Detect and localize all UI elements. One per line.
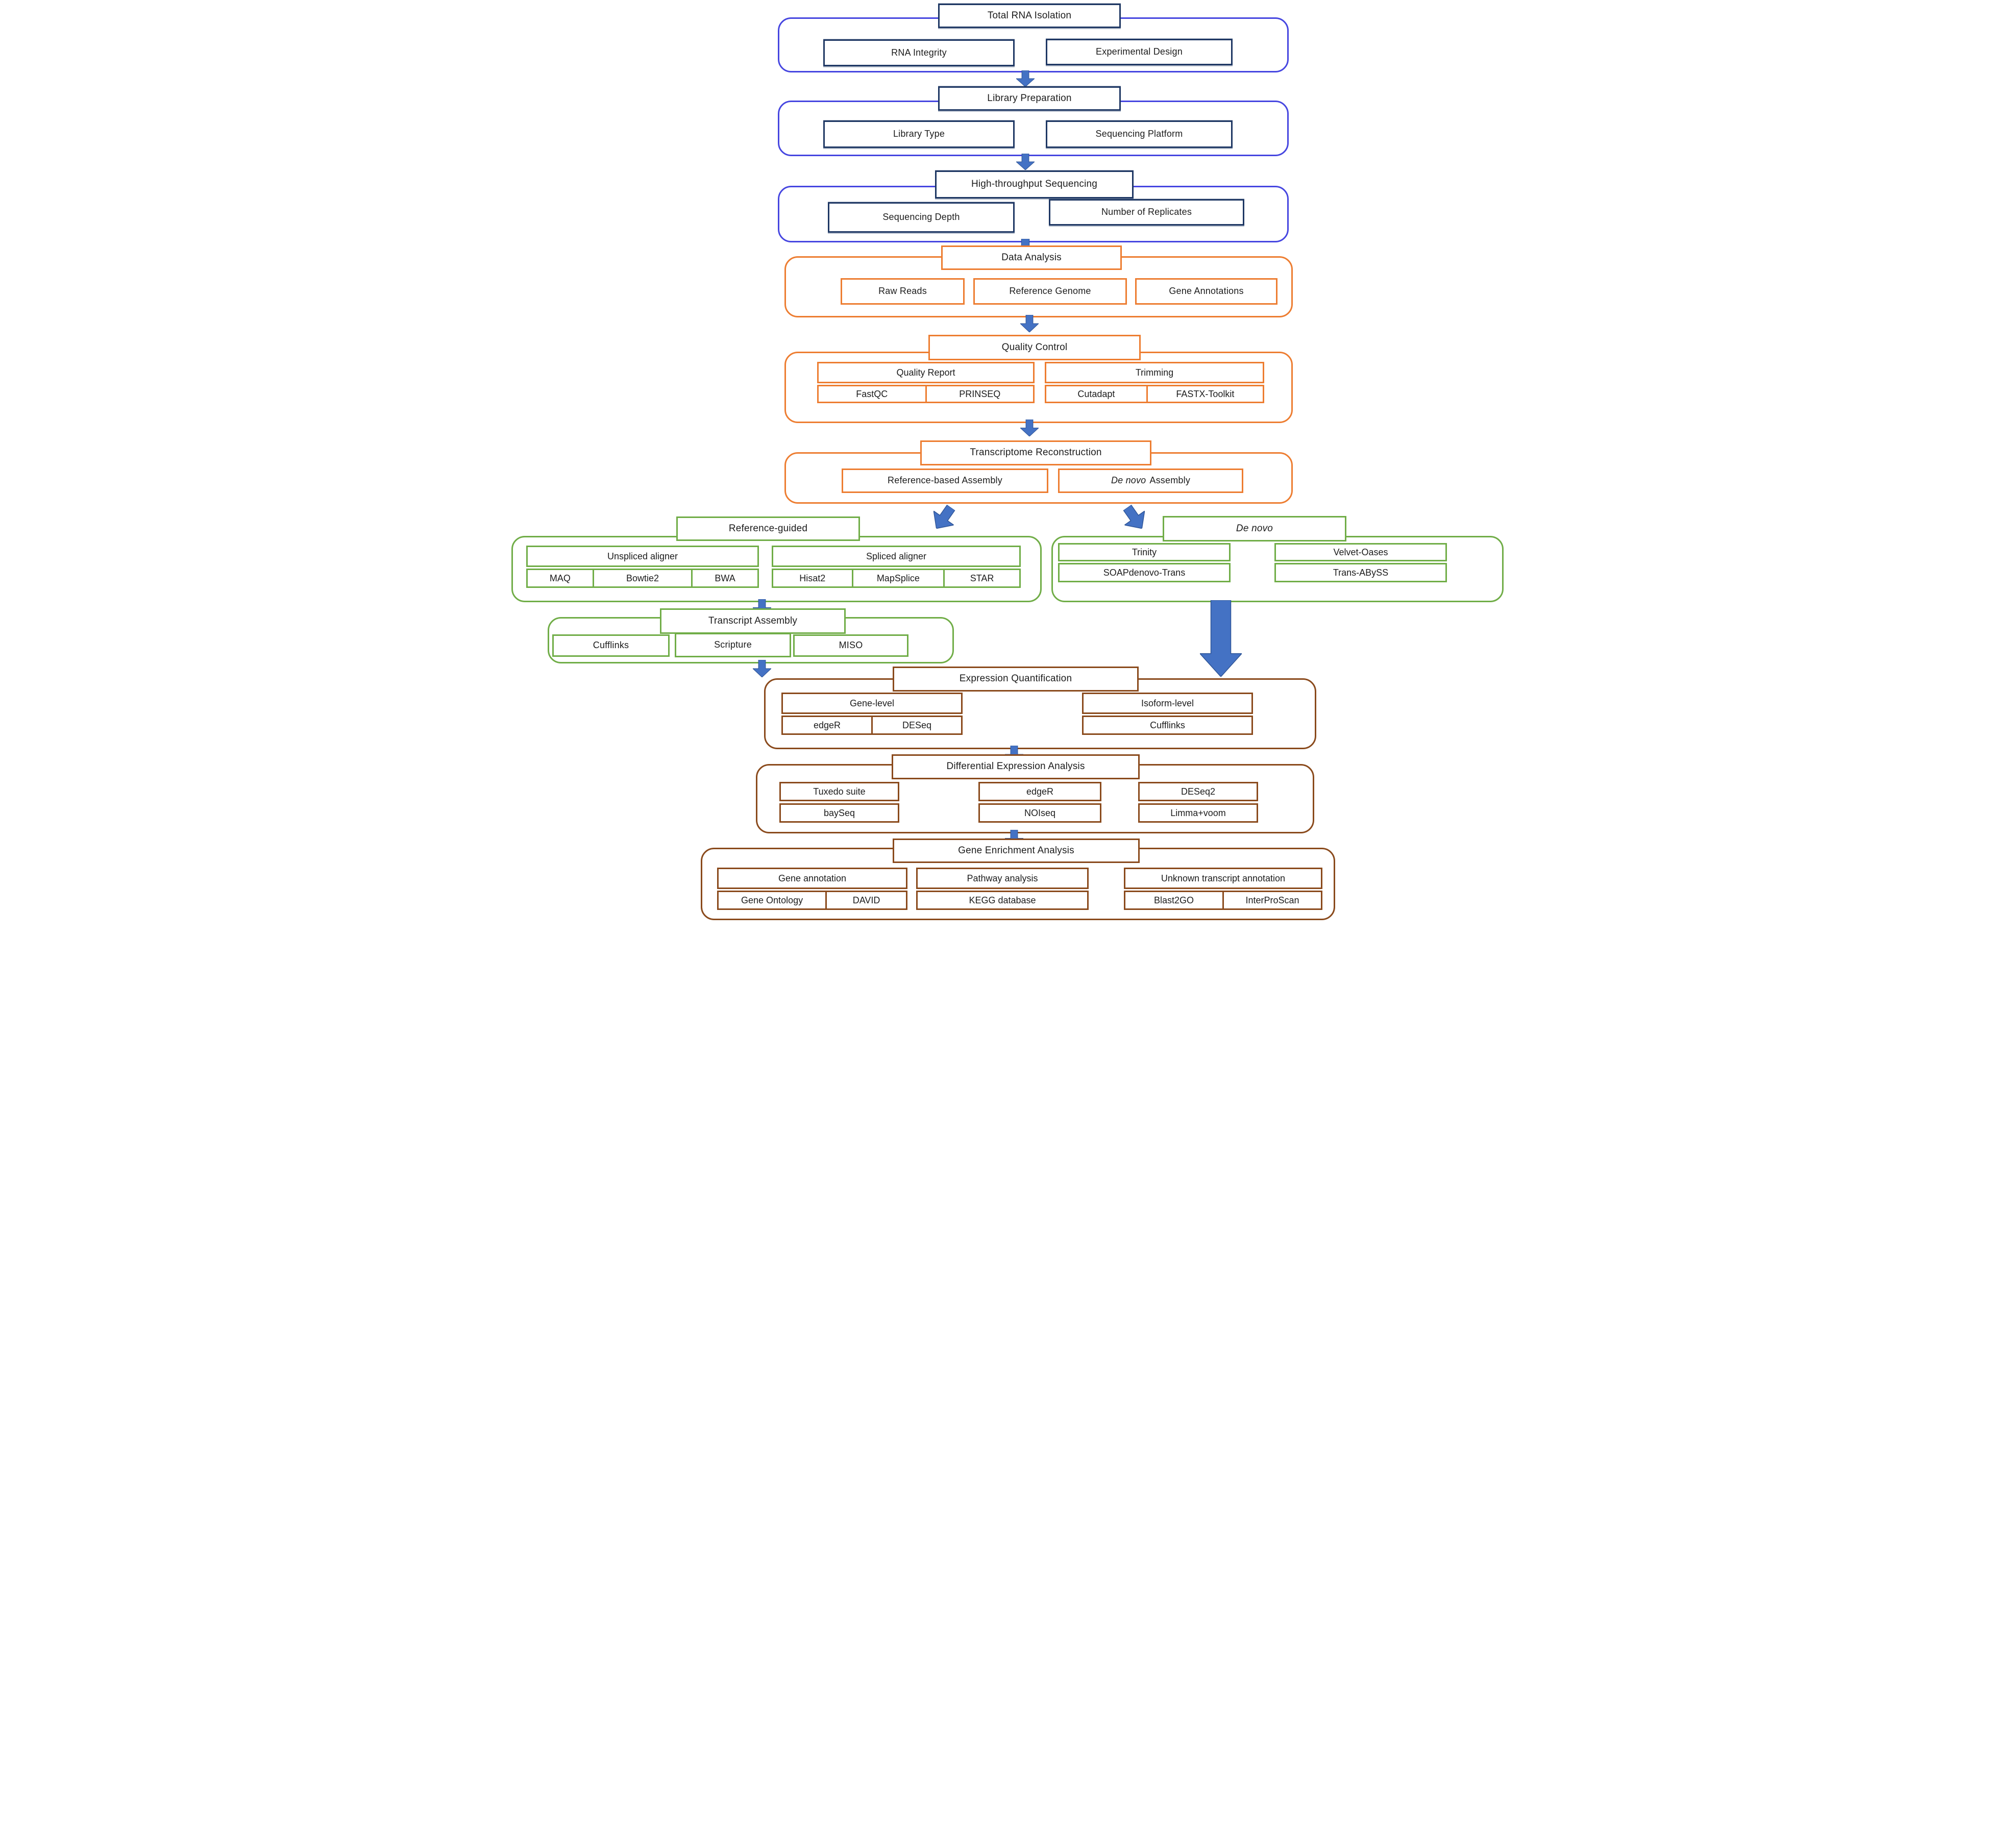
stage-title-expression-quantification: Expression Quantification [893,667,1139,692]
tool-trinity: Trinity [1058,543,1231,561]
down-arrow-icon [1020,315,1039,332]
tool-interproscan: InterProScan [1222,891,1322,910]
tool-limma-voom: Limma+voom [1138,803,1258,823]
group-gene-level: Gene-level edgeR DESeq [781,693,963,735]
stage-title-de-novo: De novo [1163,516,1346,541]
tool-bayseq: baySeq [779,803,899,823]
group-header-isoform-level: Isoform-level [1082,693,1253,714]
group-de-novo-left: Trinity SOAPdenovo-Trans [1058,543,1231,582]
tool-deseq2: DESeq2 [1138,782,1258,801]
group-isoform-level: Isoform-level Cufflinks [1082,693,1253,735]
assembly-label: Assembly [1149,475,1191,486]
group-header-spliced-aligner: Spliced aligner [772,546,1021,567]
tool-david: DAVID [825,891,907,910]
tool-prinseq: PRINSEQ [925,385,1035,403]
tool-bwa: BWA [691,569,759,588]
group-unknown-transcript-annotation: Unknown transcript annotation Blast2GO I… [1124,868,1322,910]
tool-edger-de: edgeR [978,782,1101,801]
box-sequencing-depth: Sequencing Depth [828,202,1015,233]
tool-hisat2: Hisat2 [772,569,853,588]
group-de-novo-right: Velvet-Oases Trans-ABySS [1274,543,1447,582]
tool-fastx-toolkit: FASTX-Toolkit [1146,385,1264,403]
down-arrow-icon [1016,70,1035,87]
stage-title-differential-expression: Differential Expression Analysis [892,754,1140,779]
box-reference-genome: Reference Genome [973,278,1127,305]
rna-seq-workflow-diagram: Total RNA Isolation RNA Integrity Experi… [504,0,1511,925]
stage-title-library-preparation: Library Preparation [938,86,1121,111]
down-right-arrow-icon [1117,501,1152,535]
tool-cufflinks: Cufflinks [552,634,670,657]
tool-kegg-database: KEGG database [916,891,1089,910]
group-header-quality-report: Quality Report [817,362,1035,383]
box-raw-reads: Raw Reads [841,278,965,305]
stage-title-transcriptome-reconstruction: Transcriptome Reconstruction [920,440,1151,465]
group-gene-annotation: Gene annotation Gene Ontology DAVID [717,868,907,910]
tool-edger: edgeR [781,716,873,735]
stage-title-total-rna-isolation: Total RNA Isolation [938,4,1121,28]
tool-deseq: DESeq [871,716,963,735]
tool-miso: MISO [793,634,908,657]
box-number-of-replicates: Number of Replicates [1049,199,1244,226]
stack-deseq2-limma: DESeq2 Limma+voom [1138,782,1258,823]
group-header-gene-annotation: Gene annotation [717,868,907,889]
tool-star: STAR [943,569,1021,588]
tool-scripture: Scripture [675,633,791,657]
box-gene-annotations: Gene Annotations [1135,278,1277,305]
group-spliced-aligner: Spliced aligner Hisat2 MapSplice STAR [772,546,1021,588]
stage-title-transcript-assembly: Transcript Assembly [660,608,846,634]
box-experimental-design: Experimental Design [1046,39,1233,65]
down-arrow-icon [1016,154,1035,170]
group-trimming: Trimming Cutadapt FASTX-Toolkit [1045,362,1264,403]
tool-blast2go: Blast2GO [1124,891,1224,910]
stage-title-reference-guided: Reference-guided [676,516,860,541]
stage-title-high-throughput-sequencing: High-throughput Sequencing [935,170,1134,199]
stack-tuxedo-bayseq: Tuxedo suite baySeq [779,782,899,823]
group-quality-report: Quality Report FastQC PRINSEQ [817,362,1035,403]
thick-down-arrow-icon [1200,600,1242,677]
tool-trans-abyss: Trans-ABySS [1274,563,1447,582]
tool-cufflinks-isoform: Cufflinks [1082,716,1253,735]
tool-soapdenovo-trans: SOAPdenovo-Trans [1058,563,1231,582]
group-pathway-analysis: Pathway analysis KEGG database [916,868,1089,910]
group-header-unspliced-aligner: Unspliced aligner [526,546,759,567]
box-sequencing-platform: Sequencing Platform [1046,120,1233,148]
box-reference-based-assembly: Reference-based Assembly [842,469,1048,493]
tool-gene-ontology: Gene Ontology [717,891,827,910]
tool-maq: MAQ [526,569,594,588]
down-arrow-icon [753,660,771,677]
down-arrow-icon [1020,420,1039,436]
tool-fastqc: FastQC [817,385,927,403]
box-library-type: Library Type [823,120,1015,148]
tool-bowtie2: Bowtie2 [592,569,693,588]
stage-title-data-analysis: Data Analysis [941,245,1122,270]
tool-mapsplice: MapSplice [851,569,945,588]
stage-title-gene-enrichment: Gene Enrichment Analysis [893,839,1140,863]
group-header-gene-level: Gene-level [781,693,963,714]
group-header-pathway-analysis: Pathway analysis [916,868,1089,889]
stage-title-quality-control: Quality Control [928,335,1141,360]
de-novo-italic-label: De novo [1111,475,1146,486]
group-header-unknown-transcript-annotation: Unknown transcript annotation [1124,868,1322,889]
tool-noiseq: NOIseq [978,803,1101,823]
tool-tuxedo-suite: Tuxedo suite [779,782,899,801]
tool-velvet-oases: Velvet-Oases [1274,543,1447,561]
group-header-trimming: Trimming [1045,362,1264,383]
group-unspliced-aligner: Unspliced aligner MAQ Bowtie2 BWA [526,546,759,588]
down-left-arrow-icon [926,501,961,535]
stack-edger-noiseq: edgeR NOIseq [978,782,1101,823]
box-rna-integrity: RNA Integrity [823,39,1015,66]
tool-cutadapt: Cutadapt [1045,385,1148,403]
